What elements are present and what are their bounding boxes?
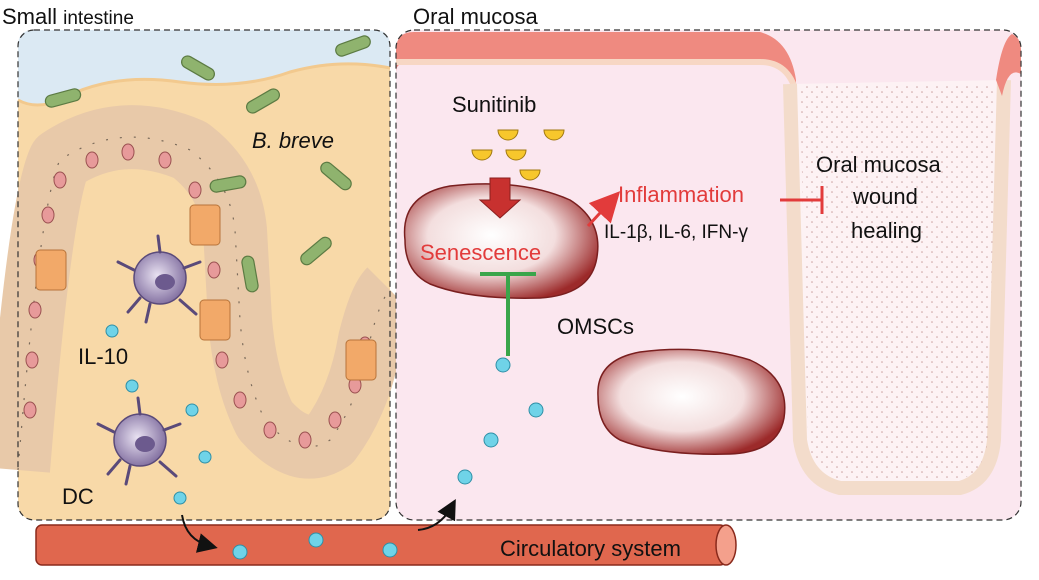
intestine-border: [17, 29, 391, 521]
senescent-cell: [403, 183, 599, 299]
enter-vessel-arrow-icon: [181, 514, 218, 553]
oral-mucosa-panel: [395, 29, 1022, 521]
bacteria-b-breve: [44, 35, 371, 293]
exit-vessel-arrow-icon: [417, 498, 456, 531]
dendritic-cell-upper: [116, 234, 202, 324]
drug-arrow-icon: [478, 177, 522, 219]
wound-dots: [800, 86, 996, 480]
dendritic-cell-lower: [96, 396, 182, 486]
outcome-line2: wound: [853, 184, 918, 209]
circulatory-vessel: [35, 498, 737, 566]
small-intestine-title-sub: intestine: [63, 8, 134, 29]
il10-particles-mucosa: [457, 357, 544, 485]
senescence-label: Senescence: [420, 240, 542, 265]
mucosa-border: [395, 29, 1022, 521]
inflammation-arrow-icon: [586, 191, 621, 228]
vessel-particles: [232, 532, 398, 560]
sunitinib-molecules: [471, 129, 565, 181]
inhibit-senescence-icon: [480, 272, 536, 356]
omscs-label: OMSCs: [557, 314, 634, 339]
inhibit-healing-icon: [780, 186, 824, 214]
omsc-cell: [597, 348, 786, 455]
inflammation-label: Inflammation: [618, 182, 744, 207]
vessel-label: Circulatory system: [500, 536, 681, 561]
oral-mucosa-title: Oral mucosa: [413, 4, 538, 29]
small-intestine-panel: [0, 29, 415, 521]
epithelium-top-right: [996, 34, 1021, 96]
il10-label: IL-10: [78, 344, 129, 369]
il10-particles: [105, 324, 212, 505]
outcome-line1: Oral mucosa: [816, 152, 941, 177]
small-intestine-title-main: Small: [2, 4, 58, 29]
small-intestine-title: Small intestine: [2, 4, 134, 30]
dc-label: DC: [62, 484, 94, 509]
goblet-cells: [35, 204, 377, 381]
sunitinib-label: Sunitinib: [452, 92, 537, 117]
cytokines-label: IL-1β, IL-6, IFN-γ: [604, 222, 748, 243]
b-breve-label: B. breve: [252, 128, 334, 153]
outcome-line3: healing: [851, 218, 922, 243]
